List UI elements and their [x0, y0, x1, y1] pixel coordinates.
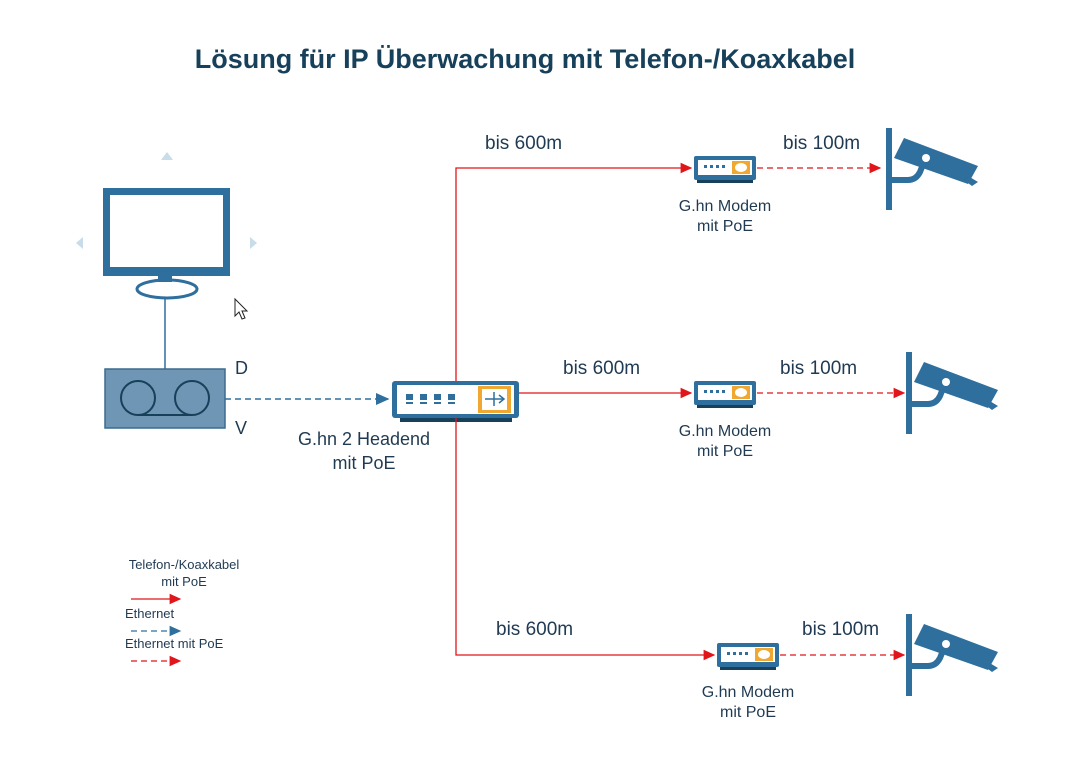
- modem-label-line1: G.hn Modem: [678, 423, 772, 440]
- video-recorder-icon: [104, 368, 226, 429]
- legend-item-coax: Telefon-/Koaxkabel mit PoE: [114, 556, 254, 590]
- branch-2-ethernet-distance: bis 100m: [780, 358, 858, 379]
- recorder-label-v: V: [235, 418, 248, 438]
- modem-label-line1: G.hn Modem: [678, 198, 772, 215]
- modem-icon: [694, 156, 756, 183]
- ethernet-poe-connections: [757, 162, 906, 661]
- security-camera-icon: [906, 352, 998, 434]
- legend-label-line2: mit PoE: [161, 574, 207, 589]
- branch-3-coax-distance: bis 600m: [496, 619, 574, 640]
- modem-label-line2: mit PoE: [696, 443, 753, 460]
- branch-3-ethernet-distance: bis 100m: [802, 619, 880, 640]
- legend-item-ethernet-poe: Ethernet mit PoE: [125, 636, 224, 651]
- headend-label-line1: G.hn 2 Headend: [297, 429, 431, 449]
- headend-switch-icon: [392, 381, 519, 422]
- legend-swatches: [131, 593, 182, 667]
- coax-connections: [455, 162, 716, 661]
- branch-2-modem-label: G.hn Modem mit PoE: [660, 422, 790, 462]
- security-camera-icon: [906, 614, 998, 696]
- legend-item-ethernet: Ethernet: [125, 606, 175, 621]
- branch-3-modem-label: G.hn Modem mit PoE: [683, 683, 813, 723]
- branch-1-modem-label: G.hn Modem mit PoE: [660, 197, 790, 237]
- modem-label-line1: G.hn Modem: [701, 684, 795, 701]
- modem-label-line2: mit PoE: [719, 704, 776, 721]
- modem-label-line2: mit PoE: [696, 218, 753, 235]
- recorder-label-d: D: [235, 358, 248, 378]
- branch-1-ethernet-distance: bis 100m: [783, 133, 861, 154]
- legend-label-line1: Telefon-/Koaxkabel: [128, 557, 240, 572]
- diagram-title: Lösung für IP Überwachung mit Telefon-/K…: [194, 44, 856, 74]
- branch-2-coax-distance: bis 600m: [563, 358, 641, 379]
- headend-label: G.hn 2 Headend mit PoE: [264, 427, 464, 475]
- branch-1-coax-distance: bis 600m: [485, 133, 563, 154]
- monitor-icon: [76, 152, 257, 369]
- modem-icon: [717, 643, 779, 670]
- headend-label-line2: mit PoE: [332, 453, 396, 473]
- mouse-cursor-icon: [234, 297, 249, 320]
- modem-icon: [694, 381, 756, 408]
- security-camera-icon: [886, 128, 978, 210]
